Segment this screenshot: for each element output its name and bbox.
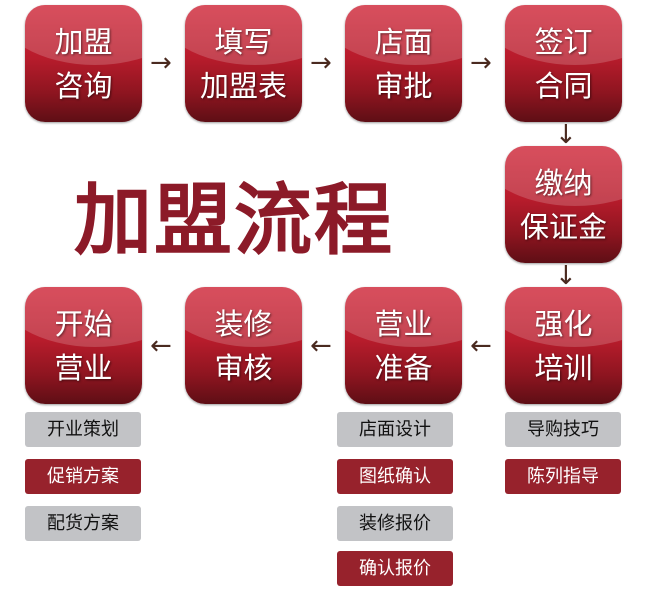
step-label: 缴纳 (534, 165, 593, 200)
tag-store-design: 店面设计 (337, 412, 453, 447)
step-label: 签订 (534, 24, 593, 59)
step-label: 合同 (534, 68, 593, 103)
step-label: 加盟 (54, 24, 113, 59)
step-open: 开始营业 (25, 287, 142, 404)
step-consult: 加盟咨询 (25, 5, 142, 122)
step-label: 加盟表 (199, 68, 287, 103)
tag-promotion-plan: 促销方案 (25, 459, 141, 494)
step-label: 审批 (374, 68, 433, 103)
tag-confirm-quote: 确认报价 (337, 551, 453, 586)
tag-display-guide: 陈列指导 (505, 459, 621, 494)
arrow-down-icon: ↓ (555, 261, 577, 291)
step-label: 保证金 (519, 209, 607, 244)
step-renovation-review: 装修审核 (185, 287, 302, 404)
arrow-right-icon: → (150, 48, 172, 78)
tag-distribution-plan: 配货方案 (25, 506, 141, 541)
step-label: 营业 (54, 350, 113, 385)
step-label: 强化 (534, 306, 593, 341)
arrow-right-icon: → (310, 48, 332, 78)
step-pay-deposit: 缴纳保证金 (505, 146, 622, 263)
step-label: 店面 (374, 24, 433, 59)
step-label: 培训 (534, 350, 593, 385)
tag-drawing-confirm: 图纸确认 (337, 459, 453, 494)
step-label: 填写 (214, 24, 273, 59)
tag-renovation-quote: 装修报价 (337, 506, 453, 541)
step-label: 审核 (214, 350, 273, 385)
step-sign-contract: 签订合同 (505, 5, 622, 122)
tag-opening-plan: 开业策划 (25, 412, 141, 447)
step-prepare: 营业准备 (345, 287, 462, 404)
tag-sales-skills: 导购技巧 (505, 412, 621, 447)
step-label: 营业 (374, 306, 433, 341)
diagram-title: 加盟流程 (74, 176, 395, 266)
arrow-left-icon: ← (470, 331, 492, 361)
step-training: 强化培训 (505, 287, 622, 404)
arrow-left-icon: ← (150, 331, 172, 361)
step-label: 装修 (214, 306, 273, 341)
step-label: 开始 (54, 306, 113, 341)
step-label: 咨询 (54, 68, 113, 103)
step-label: 准备 (374, 350, 433, 385)
arrow-right-icon: → (470, 48, 492, 78)
step-store-approval: 店面审批 (345, 5, 462, 122)
arrow-left-icon: ← (310, 331, 332, 361)
step-fill-form: 填写加盟表 (185, 5, 302, 122)
arrow-down-icon: ↓ (555, 120, 577, 150)
